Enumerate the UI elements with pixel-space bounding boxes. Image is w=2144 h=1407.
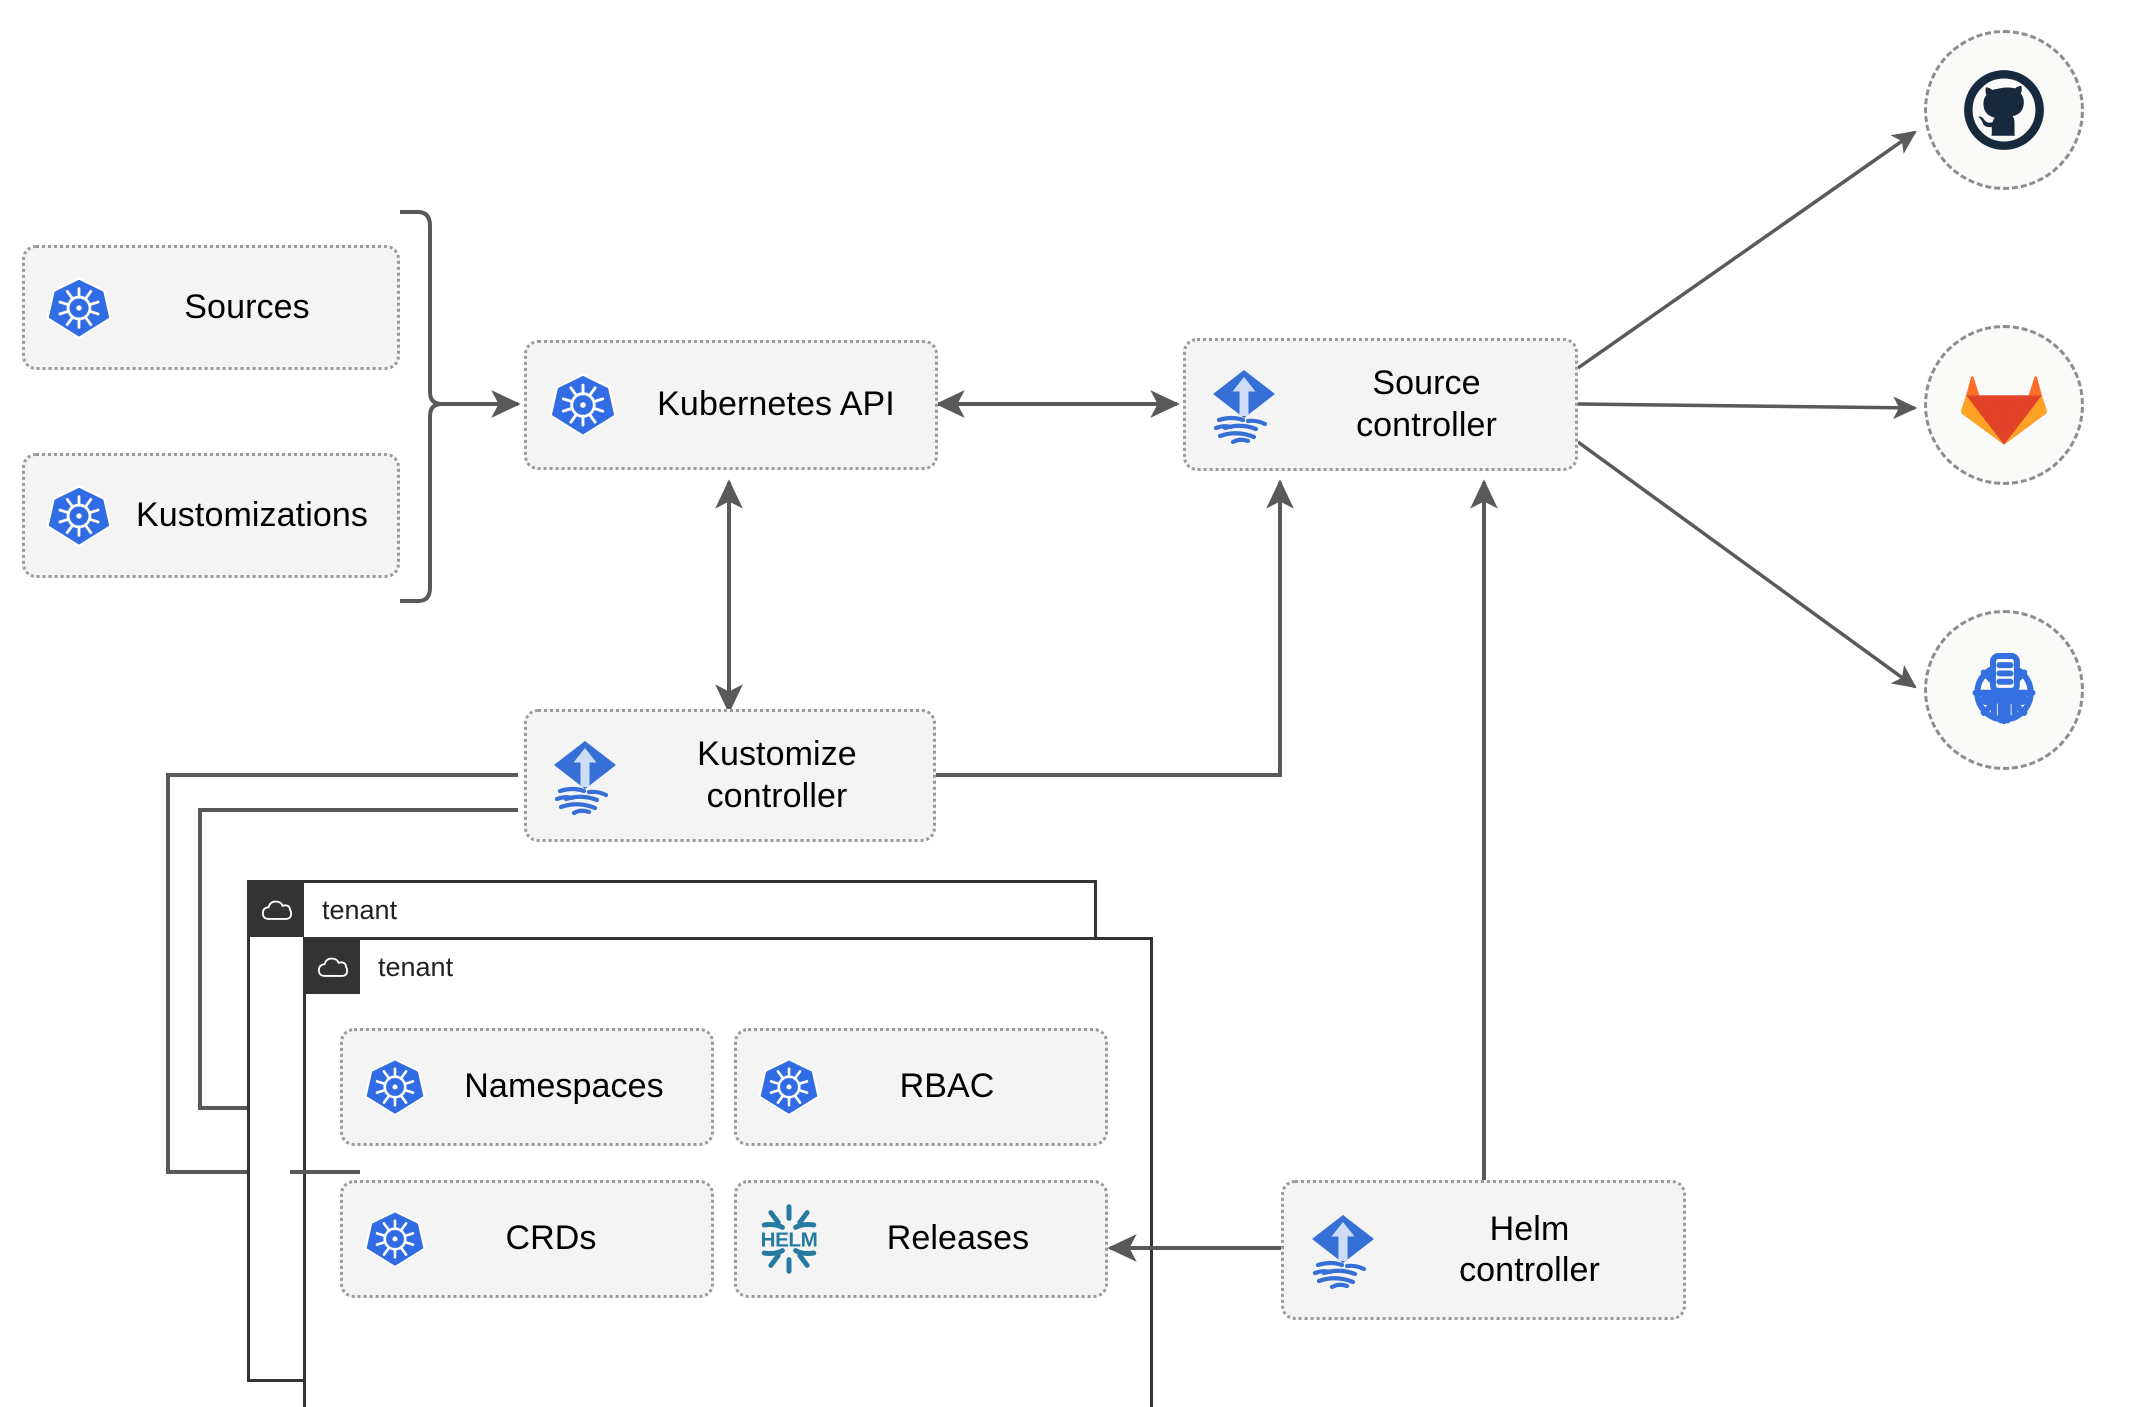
- node-rbac[interactable]: RBAC: [734, 1028, 1108, 1146]
- node-crds[interactable]: CRDs: [340, 1180, 714, 1298]
- node-label: Namespaces: [464, 1067, 664, 1106]
- node-label: Sources: [184, 287, 310, 326]
- github-icon: [1964, 70, 2044, 150]
- node-label: Releases: [886, 1219, 1030, 1258]
- provider-helm-repository[interactable]: [1924, 610, 2084, 770]
- node-source-controller[interactable]: Source controller: [1183, 338, 1578, 471]
- node-label: Kubernetes API: [657, 385, 895, 424]
- node-kustomize-controller[interactable]: Kustomize controller: [524, 709, 936, 842]
- node-kubernetes-api[interactable]: Kubernetes API: [524, 340, 938, 470]
- node-sources[interactable]: Sources: [22, 245, 400, 370]
- cloud-icon: [250, 883, 304, 937]
- node-label: Source controller: [1356, 364, 1497, 444]
- kubernetes-icon: [527, 371, 639, 439]
- wire-source-to-helm-repository: [1576, 440, 1917, 689]
- node-label: CRDs: [505, 1219, 597, 1258]
- flux-icon: [527, 737, 643, 815]
- kubernetes-icon: [343, 1208, 447, 1270]
- node-kustomizations[interactable]: Kustomizations: [22, 453, 400, 578]
- tenant-label: tenant: [322, 894, 398, 925]
- bracket-custom-resources: [400, 210, 443, 603]
- tenant-header: tenant: [306, 940, 453, 994]
- kubernetes-icon: [737, 1056, 841, 1118]
- provider-gitlab[interactable]: [1924, 325, 2084, 485]
- kubernetes-icon: [25, 275, 133, 341]
- node-releases[interactable]: HELM Releases: [734, 1180, 1108, 1298]
- node-label: RBAC: [899, 1067, 995, 1106]
- cloud-icon: [306, 940, 360, 994]
- wire-source-to-gitlab: [1577, 396, 1918, 420]
- provider-github[interactable]: [1924, 30, 2084, 190]
- gitlab-icon: [1961, 376, 2047, 445]
- svg-text:HELM: HELM: [761, 1228, 818, 1251]
- node-label: Kustomize controller: [697, 735, 857, 815]
- node-label: Helm controller: [1459, 1209, 1600, 1289]
- kubernetes-icon: [343, 1056, 447, 1118]
- tenant-container-front[interactable]: tenant: [303, 937, 1153, 1407]
- flux-icon: [1186, 366, 1302, 444]
- tenant-header: tenant: [250, 883, 397, 937]
- node-namespaces[interactable]: Namespaces: [340, 1028, 714, 1146]
- wire-source-to-github: [1576, 130, 1917, 370]
- tenant-label: tenant: [378, 951, 454, 982]
- wire-kustomize-to-tenant-back: [166, 773, 518, 1186]
- helm-repository-icon: [1972, 652, 2036, 725]
- helm-icon: HELM: [737, 1203, 841, 1275]
- kubernetes-icon: [25, 483, 133, 549]
- node-helm-controller[interactable]: Helm controller: [1281, 1180, 1686, 1320]
- flux-icon: [1284, 1211, 1402, 1289]
- node-label: Kustomizations: [136, 495, 368, 534]
- wire-kustomize-to-source-controller: [936, 479, 1294, 777]
